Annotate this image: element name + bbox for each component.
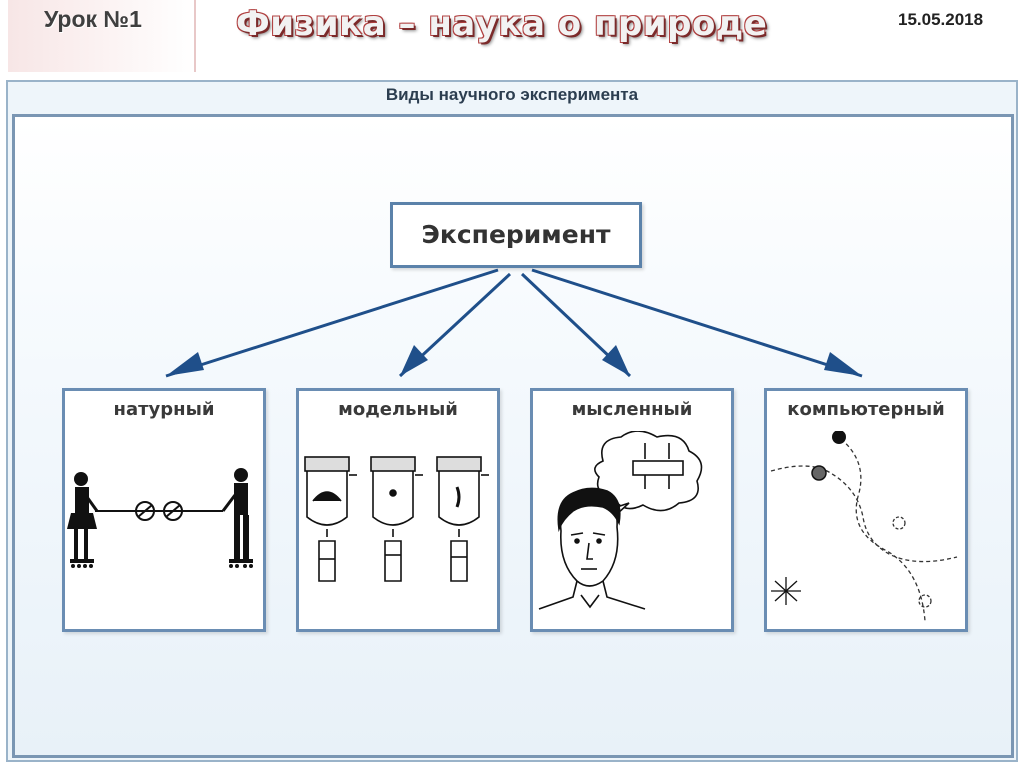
card-label-computer: компьютерный <box>787 399 945 420</box>
slide-date: 15.05.2018 <box>898 10 984 29</box>
card-label-natural: натурный <box>113 399 215 420</box>
slide-title: Физика – наука о природе <box>236 4 768 44</box>
lesson-badge: Урок №1 <box>8 0 196 72</box>
header: Урок №1 Физика – наука о природе 15.05.2… <box>0 0 1024 76</box>
card-label-thought: мысленный <box>571 399 693 420</box>
tug-of-war-illustration <box>67 468 253 568</box>
thinking-man-illustration <box>538 431 703 610</box>
card-label-model: модельный <box>338 399 458 420</box>
card-thought: мысленный <box>530 388 734 632</box>
panel-title: Виды научного эксперимента <box>385 85 639 104</box>
glass-jars-illustration <box>304 456 489 582</box>
root-node-experiment: Эксперимент <box>390 202 642 268</box>
card-computer: компьютерный <box>764 388 968 632</box>
trajectory-simulation-illustration <box>770 431 958 622</box>
card-natural: натурный <box>62 388 266 632</box>
lesson-number: Урок №1 <box>44 6 142 32</box>
card-model: модельный <box>296 388 500 632</box>
